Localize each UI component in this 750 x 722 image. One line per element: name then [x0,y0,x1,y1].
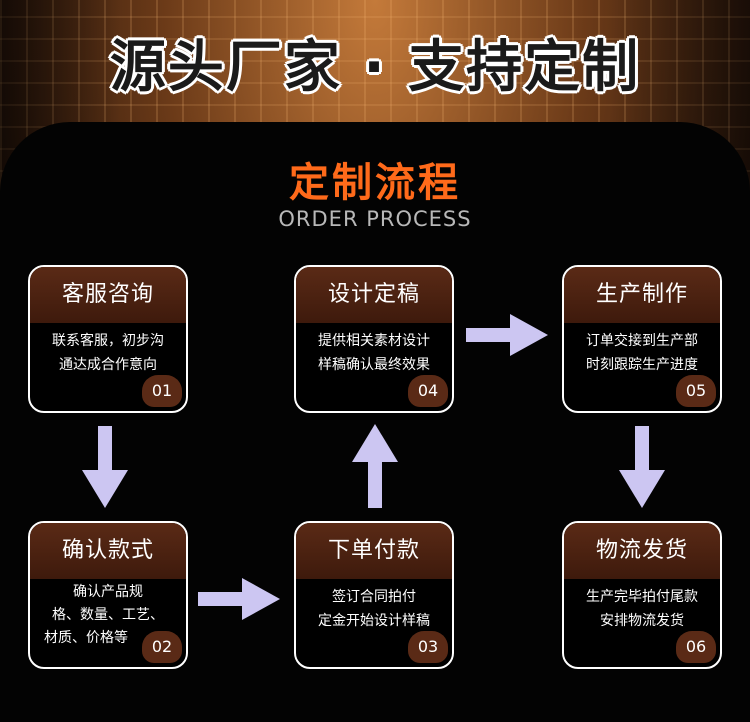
headline: 源头厂家 · 支持定制 [109,35,641,100]
step-title: 设计定稿 [296,267,452,323]
arrow-down-icon [619,426,665,508]
step-description-line: 联系客服，初步沟 [52,333,164,349]
step-card-02: 确认款式 确认产品规 格、数量、工艺、 材质、价格等 02 [28,521,188,669]
step-title: 生产制作 [564,267,720,323]
step-number-badge: 06 [676,631,716,663]
step-description: 签订合同拍付 定金开始设计样稿 [296,579,452,633]
step-number-badge: 01 [142,375,182,407]
step-description-line: 订单交接到生产部 [586,333,698,349]
step-description-line: 通达成合作意向 [59,357,157,373]
step-description-line: 定金开始设计样稿 [318,613,430,629]
step-card-06: 物流发货 生产完毕拍付尾款 安排物流发货 06 [562,521,722,669]
step-description: 联系客服，初步沟 通达成合作意向 [30,323,186,377]
step-title: 物流发货 [564,523,720,579]
step-description-line: 安排物流发货 [600,613,684,629]
step-card-05: 生产制作 订单交接到生产部 时刻跟踪生产进度 05 [562,265,722,413]
step-description: 订单交接到生产部 时刻跟踪生产进度 [564,323,720,377]
step-description-line: 签订合同拍付 [332,589,416,605]
step-number-badge: 03 [408,631,448,663]
step-card-04: 设计定稿 提供相关素材设计 样稿确认最终效果 04 [294,265,454,413]
step-number-badge: 02 [142,631,182,663]
step-card-01: 客服咨询 联系客服，初步沟 通达成合作意向 01 [28,265,188,413]
step-description: 提供相关素材设计 样稿确认最终效果 [296,323,452,377]
step-description-line: 材质、价格等 [44,630,128,646]
step-number-badge: 04 [408,375,448,407]
arrow-right-icon [198,578,280,620]
step-description: 生产完毕拍付尾款 安排物流发货 [564,579,720,633]
arrow-right-icon [466,314,548,356]
process-subtitle: ORDER PROCESS [278,207,472,231]
step-title: 下单付款 [296,523,452,579]
step-description: 确认产品规 格、数量、工艺、 材质、价格等 [30,579,186,650]
arrow-up-icon [352,424,398,508]
step-title: 客服咨询 [30,267,186,323]
step-number-badge: 05 [676,375,716,407]
step-card-03: 下单付款 签订合同拍付 定金开始设计样稿 03 [294,521,454,669]
arrow-down-icon [82,426,128,508]
step-description-line: 生产完毕拍付尾款 [586,589,698,605]
step-description-line: 样稿确认最终效果 [318,357,430,373]
step-description-line: 时刻跟踪生产进度 [586,357,698,373]
step-description-line: 确认产品规 [73,584,143,600]
step-description-line: 格、数量、工艺、 [52,607,164,623]
process-title: 定制流程 [289,160,461,206]
step-description-line: 提供相关素材设计 [318,333,430,349]
step-title: 确认款式 [30,523,186,579]
